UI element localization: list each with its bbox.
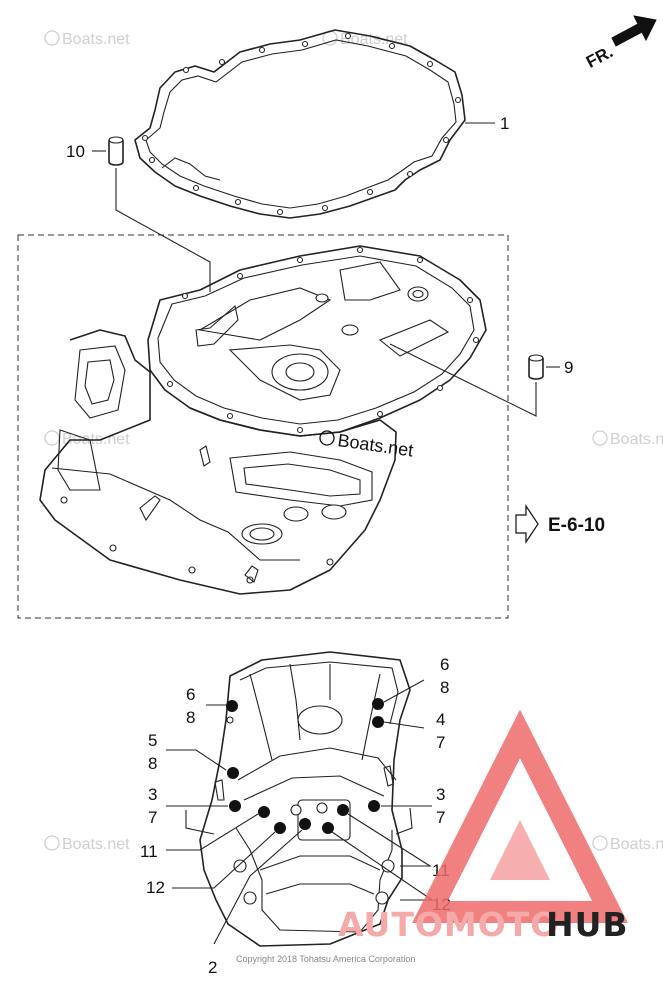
watermark-low-left: Boats.net: [44, 835, 130, 853]
callout-8-lower: 8: [148, 754, 157, 773]
svg-text:Boats.net: Boats.net: [610, 836, 663, 853]
callout-8-left: 8: [186, 708, 195, 727]
callout-10: 10: [66, 142, 85, 161]
callout-9: 9: [564, 358, 573, 377]
reference-link[interactable]: E-6-10: [515, 504, 605, 544]
forward-arrow-icon: FR.: [583, 15, 657, 72]
callout-6-left: 6: [186, 685, 195, 704]
callout-11-left: 11: [140, 842, 158, 861]
svg-text:Boats.net: Boats.net: [62, 836, 130, 853]
watermark-center: Boats.net: [319, 430, 415, 461]
copyright-text: Copyright 2018 Tohatsu America Corporati…: [236, 954, 415, 964]
callout-4: 4: [436, 710, 445, 729]
callout-7-right-upper: 7: [436, 733, 445, 752]
watermark-mid-right: Boats.net: [592, 430, 663, 448]
svg-text:AUTOMOTO: AUTOMOTO: [338, 905, 559, 944]
svg-text:Boats.net: Boats.net: [62, 31, 130, 48]
callout-3-left: 3: [148, 785, 157, 804]
assembly-group-box: [17, 234, 509, 619]
part-10-dowel-pin: [108, 136, 124, 166]
watermark-low-right: Boats.net: [592, 835, 663, 853]
part-9-dowel-pin: [528, 354, 544, 380]
svg-text:Boats.net: Boats.net: [610, 431, 663, 448]
lower-case-assembly: [39, 245, 487, 595]
svg-text:Boats.net: Boats.net: [340, 31, 408, 48]
part-1-gasket: [134, 29, 466, 219]
automotohub-logo: AUTOMOTO HUB: [338, 709, 629, 944]
callout-7-right: 7: [436, 808, 445, 827]
callout-8-right: 8: [440, 678, 449, 697]
callout-6-right: 6: [440, 655, 449, 674]
callout-1: 1: [500, 114, 509, 133]
svg-text:HUB: HUB: [546, 905, 629, 944]
svg-text:Boats.net: Boats.net: [336, 430, 414, 460]
callout-5: 5: [148, 731, 157, 750]
callout-7-left: 7: [148, 808, 157, 827]
callout-3-right: 3: [436, 785, 445, 804]
watermark-top-left: Boats.net: [44, 30, 130, 48]
arrow-right-outline-icon: [515, 504, 539, 544]
svg-text:FR.: FR.: [583, 42, 616, 72]
svg-text:E-6-10: E-6-10: [548, 515, 605, 536]
logo-triangle-mark: [412, 709, 628, 923]
callout-12-left: 12: [146, 878, 165, 897]
case-bottom-view: [185, 651, 413, 947]
callout-2: 2: [208, 958, 217, 977]
